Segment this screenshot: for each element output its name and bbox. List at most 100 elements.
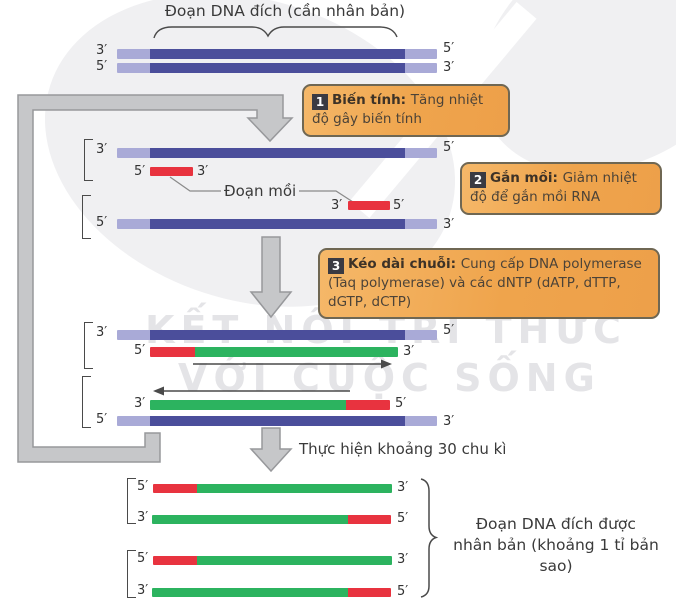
strand-group-bracket	[82, 376, 91, 428]
step-desc: Giảm nhiệt độ để gắn mồi RNA	[470, 170, 637, 205]
end-label: 5′	[395, 396, 407, 411]
primer-connector-left	[169, 176, 221, 192]
template-dna-strand	[117, 416, 437, 426]
end-label: 3′	[137, 583, 149, 598]
end-label: 5′	[443, 323, 455, 338]
result-caption: Đoạn DNA đích được nhân bản (khoảng 1 tỉ…	[438, 514, 674, 577]
end-label: 3′	[137, 510, 149, 525]
result-caption-line1: Đoạn DNA đích được	[476, 515, 636, 533]
end-label: 5′	[443, 41, 455, 56]
end-label: 3′	[443, 60, 455, 75]
end-label: 3′	[397, 480, 409, 495]
strand-segment	[117, 148, 150, 158]
top-brace	[153, 26, 398, 39]
strand-segment	[150, 63, 405, 73]
strand-segment	[153, 484, 197, 493]
end-label: 3′	[96, 325, 108, 340]
strand-group-bracket	[127, 550, 136, 598]
strand-segment	[150, 416, 405, 426]
end-label: 5′	[137, 551, 149, 566]
product-dna-strand	[153, 484, 392, 493]
product-dna-strand	[153, 556, 392, 565]
end-label: 3′	[443, 414, 455, 429]
step-desc: Tăng nhiệt độ gây biến tính	[312, 92, 484, 127]
end-label: 3′	[403, 344, 415, 359]
end-label: 5′	[137, 479, 149, 494]
strand-segment	[405, 63, 437, 73]
products-brace	[420, 478, 439, 598]
strand-segment	[150, 330, 405, 340]
rna-primer	[150, 167, 193, 176]
end-label: 3′	[397, 552, 409, 567]
strand-segment	[152, 588, 348, 597]
end-label: 3′	[331, 198, 343, 213]
cycle-loop-arrow	[17, 94, 294, 463]
end-label: 3′	[134, 396, 146, 411]
step-desc: Cung cấp DNA polymerase (Taq polymerase)…	[328, 256, 642, 310]
end-label: 5′	[96, 412, 108, 427]
strand-segment	[405, 219, 437, 229]
end-label: 5′	[397, 511, 409, 526]
template-dna-strand	[117, 49, 437, 59]
strand-segment	[405, 49, 437, 59]
end-label: 5′	[134, 164, 146, 179]
primer-label: Đoạn mồi	[224, 182, 297, 200]
end-label: 5′	[134, 343, 146, 358]
strand-group-bracket	[82, 195, 91, 239]
strand-segment	[195, 347, 398, 357]
result-caption-line2: nhân bản (khoảng 1 tỉ bản sao)	[453, 535, 659, 575]
product-dna-strand	[152, 515, 391, 524]
strand-segment	[153, 556, 197, 565]
strand-segment	[405, 330, 437, 340]
template-dna-strand	[117, 63, 437, 73]
strand-segment	[150, 148, 405, 158]
step-title: Gắn mồi:	[490, 170, 563, 186]
diagram-title: Đoạn DNA đích (cần nhân bản)	[164, 2, 406, 20]
strand-segment	[346, 400, 390, 410]
strand-group-bracket	[84, 139, 93, 181]
end-label: 5′	[393, 198, 405, 213]
template-dna-strand	[117, 219, 437, 229]
strand-segment	[197, 556, 392, 565]
end-label: 3′	[96, 142, 108, 157]
strand-segment	[117, 63, 150, 73]
strand-segment	[117, 416, 150, 426]
new-dna-strand	[150, 400, 390, 410]
end-label: 3′	[443, 217, 455, 232]
step-number-badge: 2	[470, 172, 486, 188]
strand-group-bracket	[127, 478, 136, 524]
end-label: 5′	[96, 215, 108, 230]
strand-segment	[152, 515, 348, 524]
strand-group-bracket	[84, 322, 93, 369]
strand-segment	[150, 49, 405, 59]
synthesis-arrow-right-head	[381, 359, 392, 369]
strand-segment	[117, 330, 150, 340]
end-label: 5′	[397, 584, 409, 599]
cycles-label: Thực hiện khoảng 30 chu kì	[299, 440, 507, 458]
strand-segment	[150, 219, 405, 229]
down-arrow-extend	[249, 236, 293, 319]
end-label: 3′	[96, 43, 108, 58]
down-arrow-cycles	[249, 427, 293, 473]
step-title: Biến tính:	[332, 92, 411, 108]
end-label: 5′	[443, 140, 455, 155]
primer-connector-right	[299, 190, 354, 203]
step-number-badge: 3	[328, 258, 344, 274]
strand-segment	[405, 416, 437, 426]
strand-segment	[150, 400, 346, 410]
step-title: Kéo dài chuỗi:	[348, 256, 461, 272]
strand-segment	[117, 49, 150, 59]
strand-segment	[197, 484, 392, 493]
strand-segment	[117, 219, 150, 229]
synthesis-arrow-left-head	[153, 386, 164, 396]
step-number-badge: 1	[312, 94, 328, 110]
template-dna-strand	[117, 330, 437, 340]
strand-segment	[348, 515, 391, 524]
strand-segment	[348, 588, 391, 597]
strand-segment	[150, 347, 195, 357]
rna-primer	[348, 201, 390, 210]
